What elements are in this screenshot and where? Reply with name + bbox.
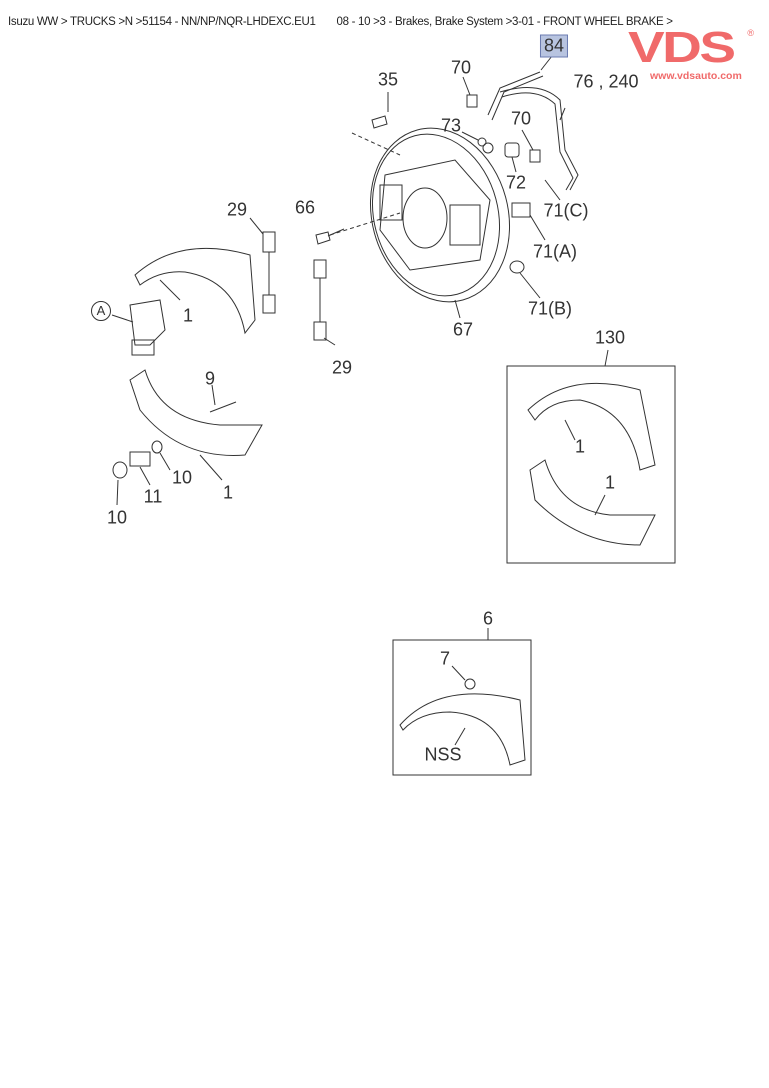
backing-plate-67 [329,127,511,319]
callout-10[interactable]: 10 [171,467,193,488]
lining-box-6 [392,628,532,776]
shoe-kit-box-130 [506,349,676,564]
registered-icon: ® [747,28,754,38]
callout-11[interactable]: 11 [143,486,163,507]
callout-71c[interactable]: 71(C) [543,200,589,221]
callout-1[interactable]: 1 [574,436,586,457]
callout-10[interactable]: 10 [106,507,128,528]
callout-76-240[interactable]: 76 , 240 [573,71,639,92]
return-springs-29 [249,217,336,346]
breadcrumb-section[interactable]: 08 - 10 >3 - Brakes, Brake System >3-01 … [336,16,673,28]
callout-35[interactable]: 35 [377,69,399,90]
callout-29[interactable]: 29 [331,357,353,378]
callout-9[interactable]: 9 [204,368,216,389]
adjuster-parts [112,440,171,506]
logo-url: www.vdsauto.com [650,70,742,82]
callout-67[interactable]: 67 [452,319,474,340]
callout-72[interactable]: 72 [505,172,527,193]
callout-7[interactable]: 7 [439,648,451,669]
brake-shoe-lower [129,369,263,481]
logo-mark: VDS [628,23,736,72]
breadcrumb: Isuzu WW > TRUCKS >N >51154 - NN/NP/NQR-… [8,16,691,28]
callout-29[interactable]: 29 [226,199,248,220]
callout-1[interactable]: 1 [222,482,234,503]
callout-70[interactable]: 70 [450,57,472,78]
callout-70[interactable]: 70 [510,108,532,129]
callout-1[interactable]: 1 [604,472,616,493]
callout-130[interactable]: 130 [594,327,626,348]
brake-shoe-upper [134,247,256,335]
callout-6[interactable]: 6 [482,608,494,629]
wheel-cylinder [111,299,166,356]
callout-1[interactable]: 1 [182,305,194,326]
brake-pipe-76 [487,55,579,191]
callout-66[interactable]: 66 [294,197,316,218]
breadcrumb-path[interactable]: Isuzu WW > TRUCKS >N >51154 - NN/NP/NQR-… [8,16,316,28]
callout-84[interactable]: 84 [539,34,569,58]
callout-73[interactable]: 73 [440,115,462,136]
callout-nss[interactable]: NSS [424,744,462,765]
callout-71b[interactable]: 71(B) [527,298,573,319]
vds-logo: VDS ® www.vdsauto.com [628,23,758,83]
callout-a[interactable]: A [91,301,111,321]
callout-71a[interactable]: 71(A) [532,241,578,262]
small-fittings [315,76,561,299]
